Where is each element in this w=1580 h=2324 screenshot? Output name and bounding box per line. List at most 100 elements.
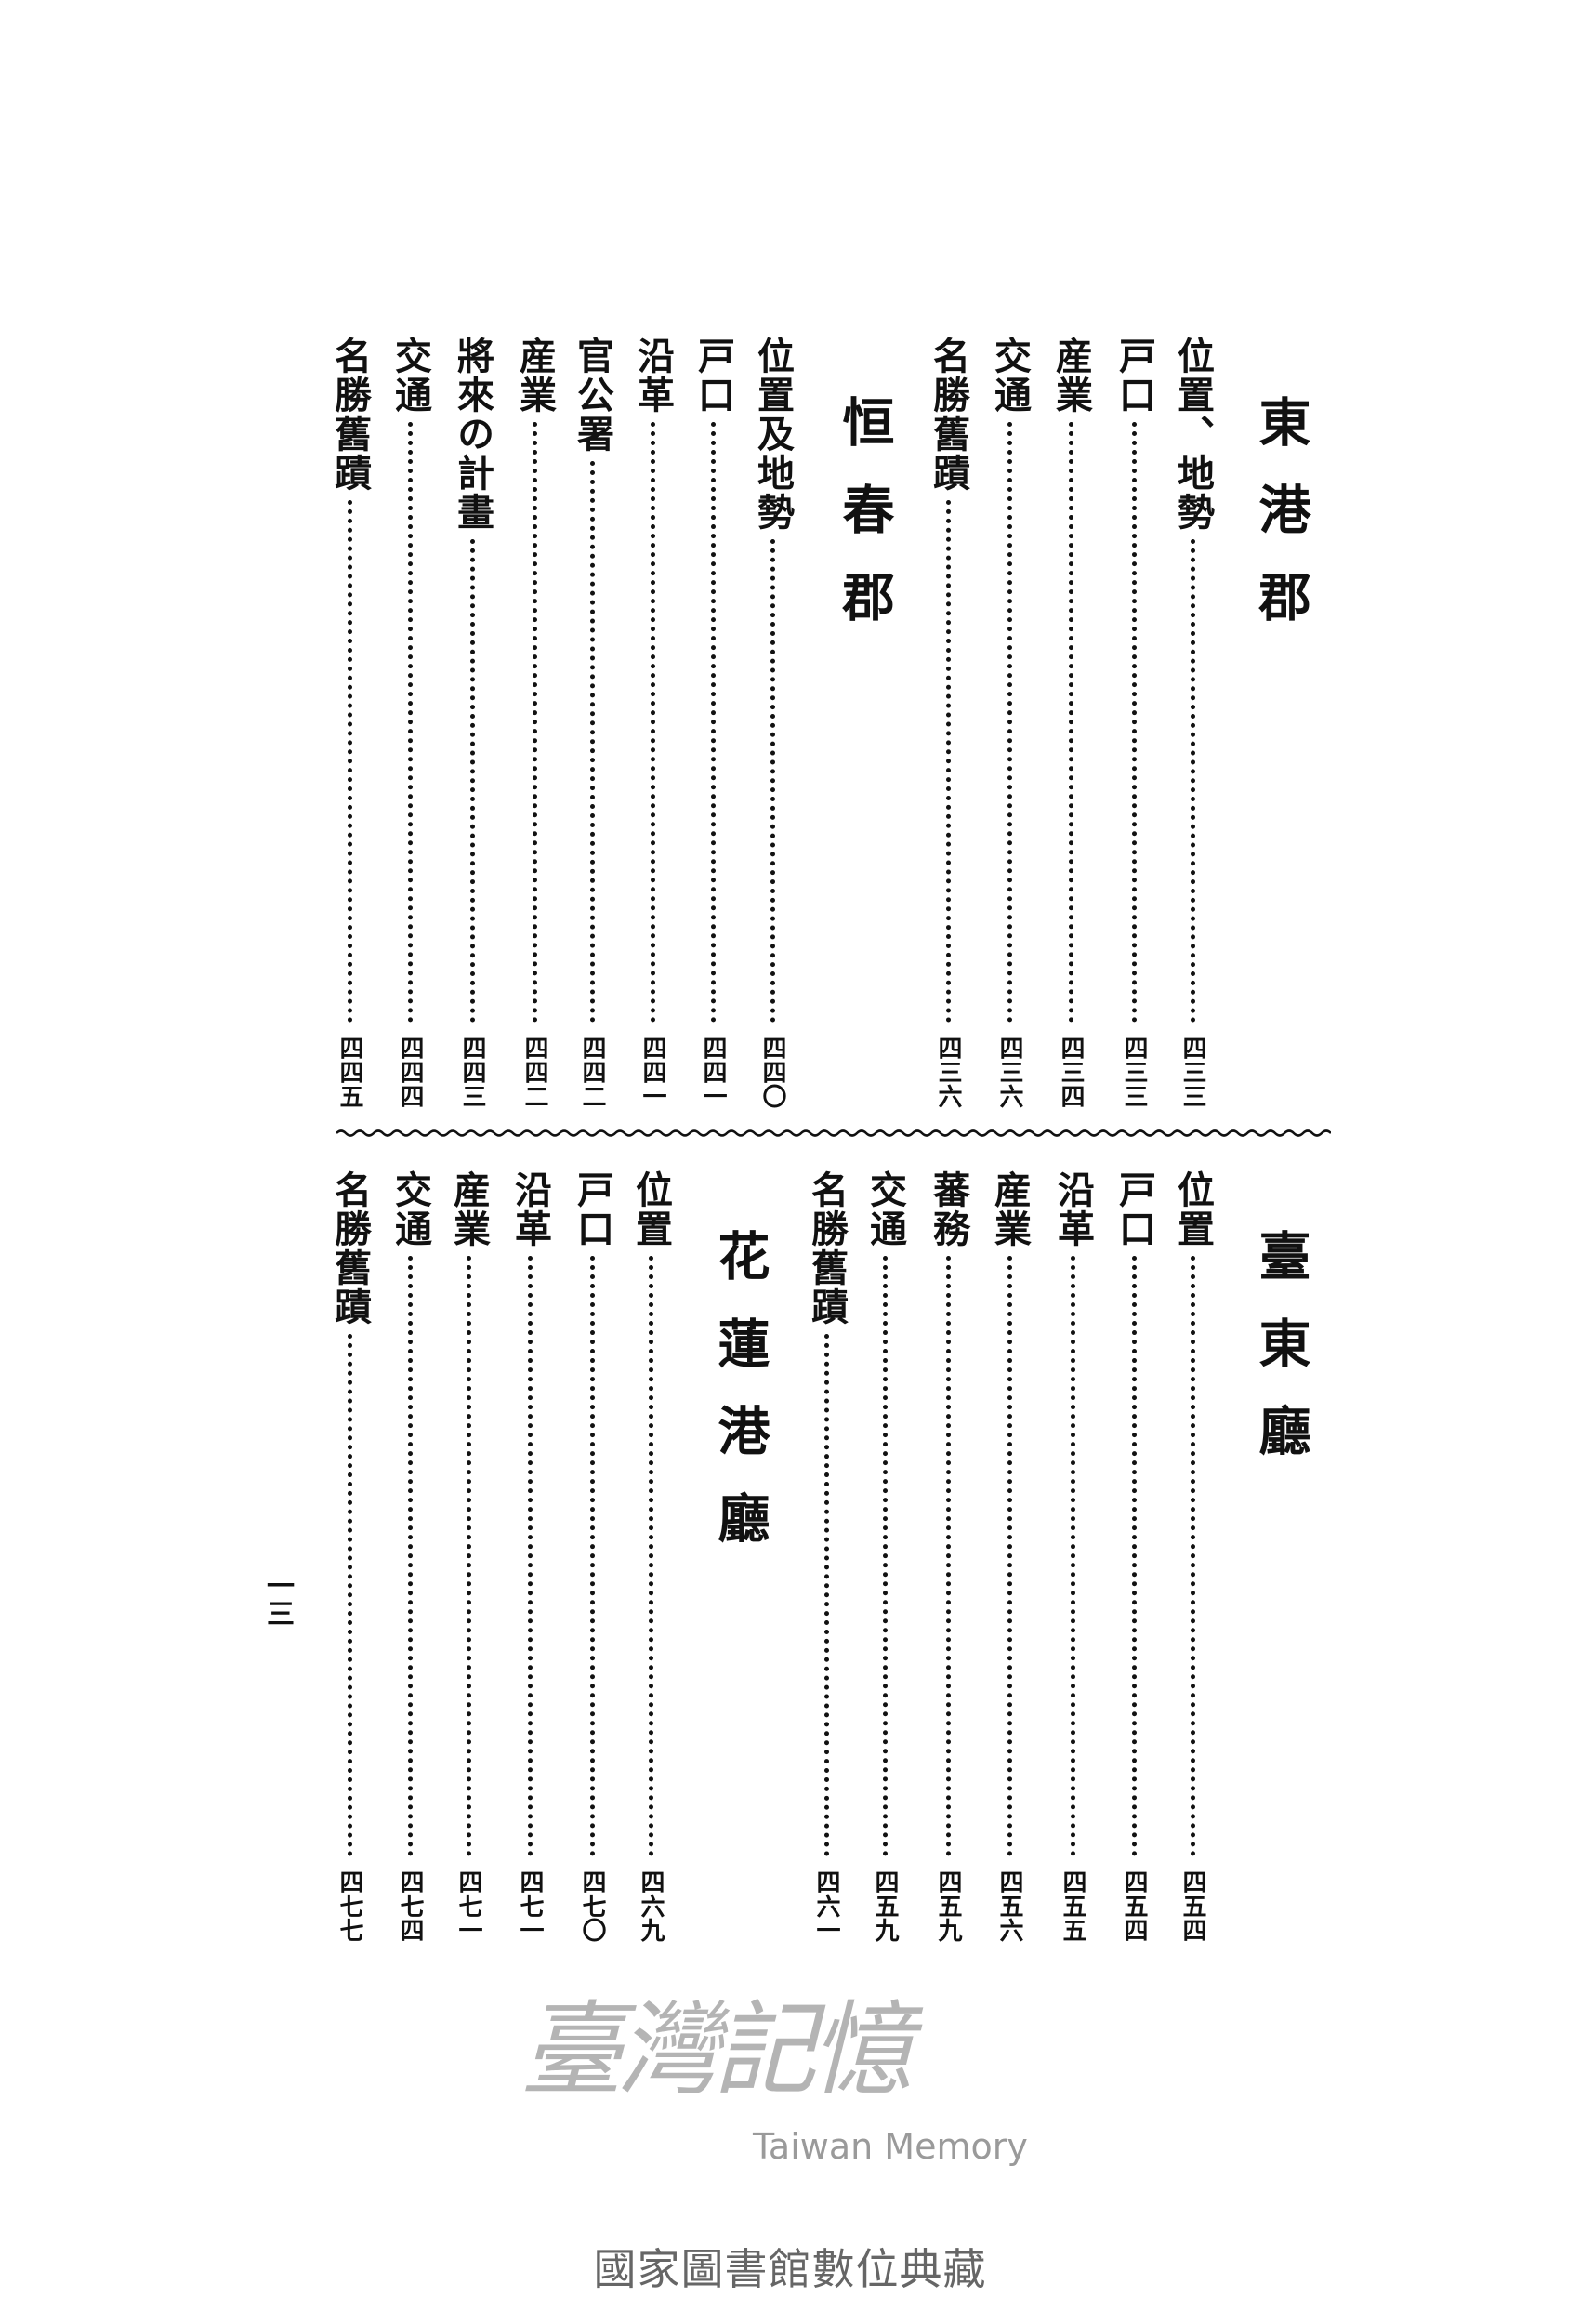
toc-entry-page: 四三四 bbox=[1057, 1036, 1085, 1108]
toc-entry-label: 交通 bbox=[863, 1170, 907, 1248]
toc-entry[interactable]: 名勝舊蹟四四五 bbox=[328, 337, 372, 1108]
toc-entry-label: 戸口 bbox=[1113, 337, 1156, 415]
toc-entry-page: 四五九 bbox=[934, 1869, 962, 1942]
page-number: 一三 bbox=[261, 1571, 294, 1627]
toc-entry[interactable]: 戸口四三三 bbox=[1113, 337, 1156, 1108]
toc-entry[interactable]: 産業四四二 bbox=[513, 337, 557, 1108]
toc-entry[interactable]: 交通四五九 bbox=[863, 1170, 907, 1942]
toc-entry-page: 四三三 bbox=[1178, 1036, 1206, 1108]
toc-entry[interactable]: 名勝舊蹟四六一 bbox=[805, 1170, 849, 1942]
toc-entry[interactable]: 名勝舊蹟四七七 bbox=[328, 1170, 372, 1942]
toc-entry-label: 交通 bbox=[388, 337, 432, 415]
toc-entry-label: 名勝舊蹟 bbox=[805, 1170, 849, 1327]
toc-entry[interactable]: 産業四七一 bbox=[447, 1170, 491, 1942]
watermark-chinese: 臺灣記憶 bbox=[520, 1990, 913, 2109]
dot-leader bbox=[1007, 1256, 1012, 1856]
toc-entry-label: 交通 bbox=[988, 337, 1032, 415]
dot-leader bbox=[527, 1256, 533, 1856]
toc-entry[interactable]: 戸口四七〇 bbox=[571, 1170, 614, 1942]
toc-entry[interactable]: 官公署四四二 bbox=[571, 337, 614, 1108]
dot-leader bbox=[1131, 1256, 1137, 1856]
toc-entry-page: 四六九 bbox=[637, 1869, 665, 1942]
dot-leader bbox=[589, 1256, 595, 1856]
toc-entry-label: 蕃務 bbox=[927, 1170, 970, 1248]
toc-entry[interactable]: 交通四三六 bbox=[988, 337, 1032, 1108]
toc-entry-label: 將來の計畫 bbox=[451, 337, 494, 532]
toc-entry-page: 四五四 bbox=[1178, 1869, 1206, 1942]
toc-entry[interactable]: 戸口四四一 bbox=[691, 337, 735, 1108]
dot-leader bbox=[1190, 1256, 1195, 1856]
toc-entry-page: 四七〇 bbox=[578, 1869, 606, 1942]
section-heading: 東港郡 bbox=[1250, 395, 1311, 657]
watermark-english: Taiwan Memory bbox=[753, 2126, 1028, 2167]
toc-entry-page: 四七四 bbox=[396, 1869, 424, 1942]
section-heading: 花蓮港廳 bbox=[709, 1229, 770, 1578]
dot-leader bbox=[1068, 422, 1073, 1023]
toc-entry[interactable]: 位置、地勢四三三 bbox=[1171, 337, 1215, 1108]
toc-entry-label: 位置 bbox=[1171, 1170, 1215, 1248]
dot-leader bbox=[650, 422, 655, 1023]
toc-entry-page: 四三六 bbox=[934, 1036, 962, 1108]
toc-entry-label: 交通 bbox=[388, 1170, 432, 1248]
toc-entry-page: 四五九 bbox=[871, 1869, 899, 1942]
toc-entry-page: 四四五 bbox=[336, 1036, 363, 1108]
toc-entry-page: 四六一 bbox=[812, 1869, 840, 1942]
toc-entry-page: 四四三 bbox=[458, 1036, 486, 1108]
dot-leader bbox=[823, 1334, 829, 1856]
toc-entry-label: 産業 bbox=[513, 337, 557, 415]
dot-leader bbox=[882, 1256, 888, 1856]
toc-entry[interactable]: 産業四三四 bbox=[1049, 337, 1093, 1108]
toc-entry-label: 位置、地勢 bbox=[1171, 337, 1215, 532]
toc-entry-label: 名勝舊蹟 bbox=[328, 1170, 372, 1327]
toc-entry-page: 四七七 bbox=[336, 1869, 363, 1942]
toc-entry[interactable]: 位置四五四 bbox=[1171, 1170, 1215, 1942]
toc-entry-label: 戸口 bbox=[571, 1170, 614, 1248]
toc-entry-page: 四七一 bbox=[454, 1869, 482, 1942]
toc-entry-page: 四五五 bbox=[1059, 1869, 1086, 1942]
dot-leader bbox=[945, 500, 951, 1023]
section-heading: 臺東廳 bbox=[1250, 1229, 1311, 1491]
toc-entry[interactable]: 位置四六九 bbox=[629, 1170, 673, 1942]
toc-entry-page: 四五四 bbox=[1120, 1869, 1148, 1942]
toc-entry-label: 沿革 bbox=[1051, 1170, 1095, 1248]
toc-entry-page: 四四二 bbox=[520, 1036, 548, 1108]
toc-entry-page: 四四二 bbox=[578, 1036, 606, 1108]
toc-entry-page: 四四〇 bbox=[758, 1036, 786, 1108]
dot-leader bbox=[589, 461, 595, 1023]
toc-entry-label: 位置及地勢 bbox=[751, 337, 795, 532]
toc-entry-label: 戸口 bbox=[1113, 1170, 1156, 1248]
toc-entry[interactable]: 沿革四五五 bbox=[1051, 1170, 1095, 1942]
toc-entry-page: 四七一 bbox=[516, 1869, 544, 1942]
dot-leader bbox=[407, 422, 413, 1023]
toc-entry-label: 産業 bbox=[988, 1170, 1032, 1248]
toc-entry[interactable]: 位置及地勢四四〇 bbox=[751, 337, 795, 1108]
dot-leader bbox=[469, 539, 475, 1023]
dot-leader bbox=[648, 1256, 653, 1856]
toc-entry[interactable]: 沿革四四一 bbox=[631, 337, 675, 1108]
toc-entry-label: 産業 bbox=[447, 1170, 491, 1248]
toc-entry[interactable]: 交通四四四 bbox=[388, 337, 432, 1108]
dot-leader bbox=[466, 1256, 471, 1856]
toc-entry[interactable]: 交通四七四 bbox=[388, 1170, 432, 1942]
dot-leader bbox=[1190, 539, 1195, 1023]
toc-entry[interactable]: 沿革四七一 bbox=[508, 1170, 552, 1942]
toc-entry[interactable]: 戸口四五四 bbox=[1113, 1170, 1156, 1942]
toc-entry[interactable]: 蕃務四五九 bbox=[927, 1170, 970, 1942]
dot-leader bbox=[407, 1256, 413, 1856]
dot-leader bbox=[710, 422, 716, 1023]
toc-entry-label: 戸口 bbox=[691, 337, 735, 415]
toc-entry-page: 四三三 bbox=[1120, 1036, 1148, 1108]
dot-leader bbox=[1070, 1256, 1075, 1856]
toc-entry-label: 位置 bbox=[629, 1170, 673, 1248]
toc-entry-page: 四四一 bbox=[699, 1036, 727, 1108]
toc-entry-page: 四四一 bbox=[639, 1036, 666, 1108]
dot-leader bbox=[1007, 422, 1012, 1023]
toc-entry-label: 沿革 bbox=[631, 337, 675, 415]
watermark-logo: 臺灣記憶 Taiwan Memory bbox=[520, 1999, 1115, 2203]
toc-entry[interactable]: 産業四五六 bbox=[988, 1170, 1032, 1942]
dot-leader bbox=[347, 1334, 352, 1856]
toc-entry[interactable]: 將來の計畫四四三 bbox=[451, 337, 494, 1108]
dot-leader bbox=[770, 539, 775, 1023]
section-heading: 恒春郡 bbox=[834, 395, 895, 657]
toc-entry[interactable]: 名勝舊蹟四三六 bbox=[927, 337, 970, 1108]
